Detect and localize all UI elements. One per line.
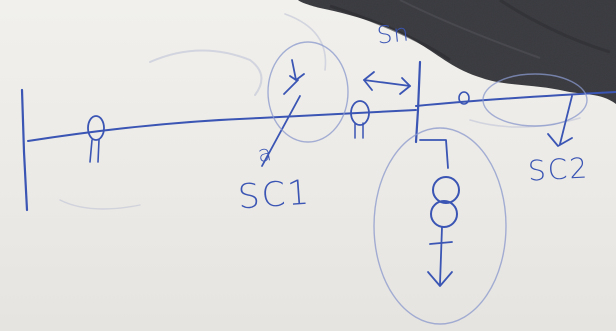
main-line-right	[415, 91, 616, 107]
ground-arrow-icon	[427, 226, 453, 287]
current-transformer-icon	[458, 91, 470, 105]
sc2-label: SC2	[527, 151, 590, 188]
transformer-feeder	[419, 139, 449, 169]
fault-arrow-icon	[547, 95, 573, 147]
busbar-line-icon	[20, 88, 29, 212]
main-line	[27, 109, 417, 142]
double-arrow-icon	[363, 71, 411, 95]
sn-label: Sn	[375, 18, 411, 50]
sc2-zone	[482, 73, 588, 127]
transformer-zone	[373, 127, 507, 325]
current-transformer-icon	[350, 100, 370, 139]
two-winding-transformer-icon	[430, 176, 460, 228]
sc1-zone	[267, 41, 349, 143]
junction-bus	[414, 60, 422, 144]
fault-arrow-icon	[261, 59, 305, 167]
sc1-label: SC1	[236, 172, 313, 218]
fabric-overlay	[298, 0, 616, 104]
current-transformer-icon	[87, 115, 105, 163]
erased-marks	[59, 13, 581, 210]
